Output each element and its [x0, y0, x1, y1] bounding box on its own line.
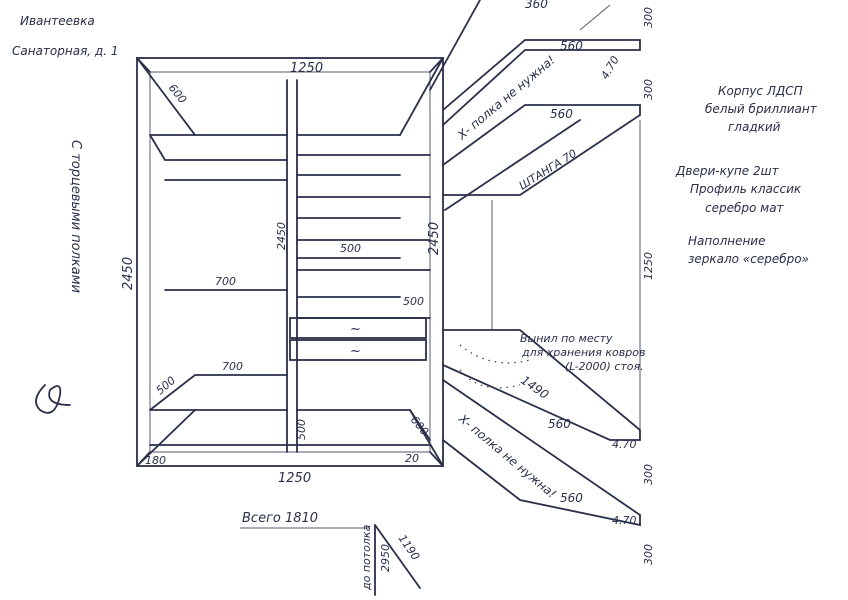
- dim-base-left: 180: [145, 454, 166, 467]
- dim-top-depth-2: 560: [550, 107, 573, 121]
- dim-width-bottom: 1250: [278, 471, 311, 486]
- dim-height-right: 2450: [427, 222, 442, 255]
- side-note: С торцевыми полками: [68, 140, 83, 293]
- dim-height-left: 2450: [121, 257, 136, 290]
- address-label: Санаторная, д. 1: [12, 44, 119, 58]
- dim-gap-3: 300: [642, 464, 655, 485]
- rod-label: ШТАНГА 70: [517, 147, 579, 193]
- dim-side-height: 1250: [642, 252, 655, 280]
- note-line: серебро мат: [705, 201, 785, 215]
- total-arrows: [240, 524, 421, 596]
- dim-base-right: 20: [405, 452, 419, 465]
- note-line: гладкий: [728, 120, 781, 134]
- dim-low-depth-2: 560: [560, 491, 583, 505]
- drawer-2: ~: [350, 344, 361, 359]
- note-line: Наполнение: [688, 234, 766, 248]
- note-line: Двери-купе 2шт: [675, 164, 780, 178]
- ceiling-label: до потолка: [360, 524, 373, 591]
- dim-shelf-mid: 500: [340, 242, 361, 255]
- dim-top-depth-1: 560: [560, 39, 583, 53]
- dim-thick-1: 4.70: [598, 54, 622, 82]
- total-label: Всего 1810: [242, 511, 318, 526]
- cutout-note-3: (L-2000) стоя.: [565, 360, 644, 373]
- dim-height-mid: 2450: [275, 222, 288, 250]
- dim-gap-4: 300: [642, 544, 655, 565]
- dim-low-depth-1: 560: [548, 417, 571, 431]
- drawer-1: ~: [350, 322, 361, 337]
- note-line: белый бриллиант: [705, 102, 818, 116]
- note-line: зеркало «серебро»: [688, 252, 809, 266]
- dim-shelf-left-lower: 700: [222, 360, 243, 373]
- dim-thick-3: 4.70: [612, 514, 637, 527]
- dim-gap-2: 300: [642, 79, 655, 100]
- dim-shelf-left-upper: 700: [215, 275, 236, 288]
- dim-shelf-mid-low: 500: [403, 295, 424, 308]
- ceiling-value: 2950: [379, 544, 392, 572]
- dim-top-cut: 360: [525, 0, 548, 11]
- wardrobe-frame: [136, 57, 444, 467]
- note-line: Корпус ЛДСП: [718, 84, 803, 98]
- dim-gap-1: 300: [642, 7, 655, 28]
- material-notes: Корпус ЛДСП белый бриллиант гладкий Двер…: [675, 84, 818, 266]
- dim-bottom-mid: 500: [295, 419, 308, 440]
- dim-thick-2: 4.70: [612, 438, 637, 451]
- signature: [35, 384, 71, 414]
- side-shelves: [429, 0, 641, 527]
- dim-bottom-left: 500: [154, 374, 178, 397]
- cutout-note-2: для хранения ковров: [521, 346, 645, 359]
- city-label: Ивантеевка: [20, 14, 95, 28]
- cutout-note-1: Вынил по месту: [520, 332, 613, 345]
- note-line: Профиль классик: [690, 182, 802, 196]
- dim-bottom-right: 600: [408, 414, 431, 438]
- dim-width-top: 1250: [290, 61, 323, 76]
- dim-length: 1490: [518, 373, 551, 402]
- dim-depth-top: 600: [166, 82, 189, 106]
